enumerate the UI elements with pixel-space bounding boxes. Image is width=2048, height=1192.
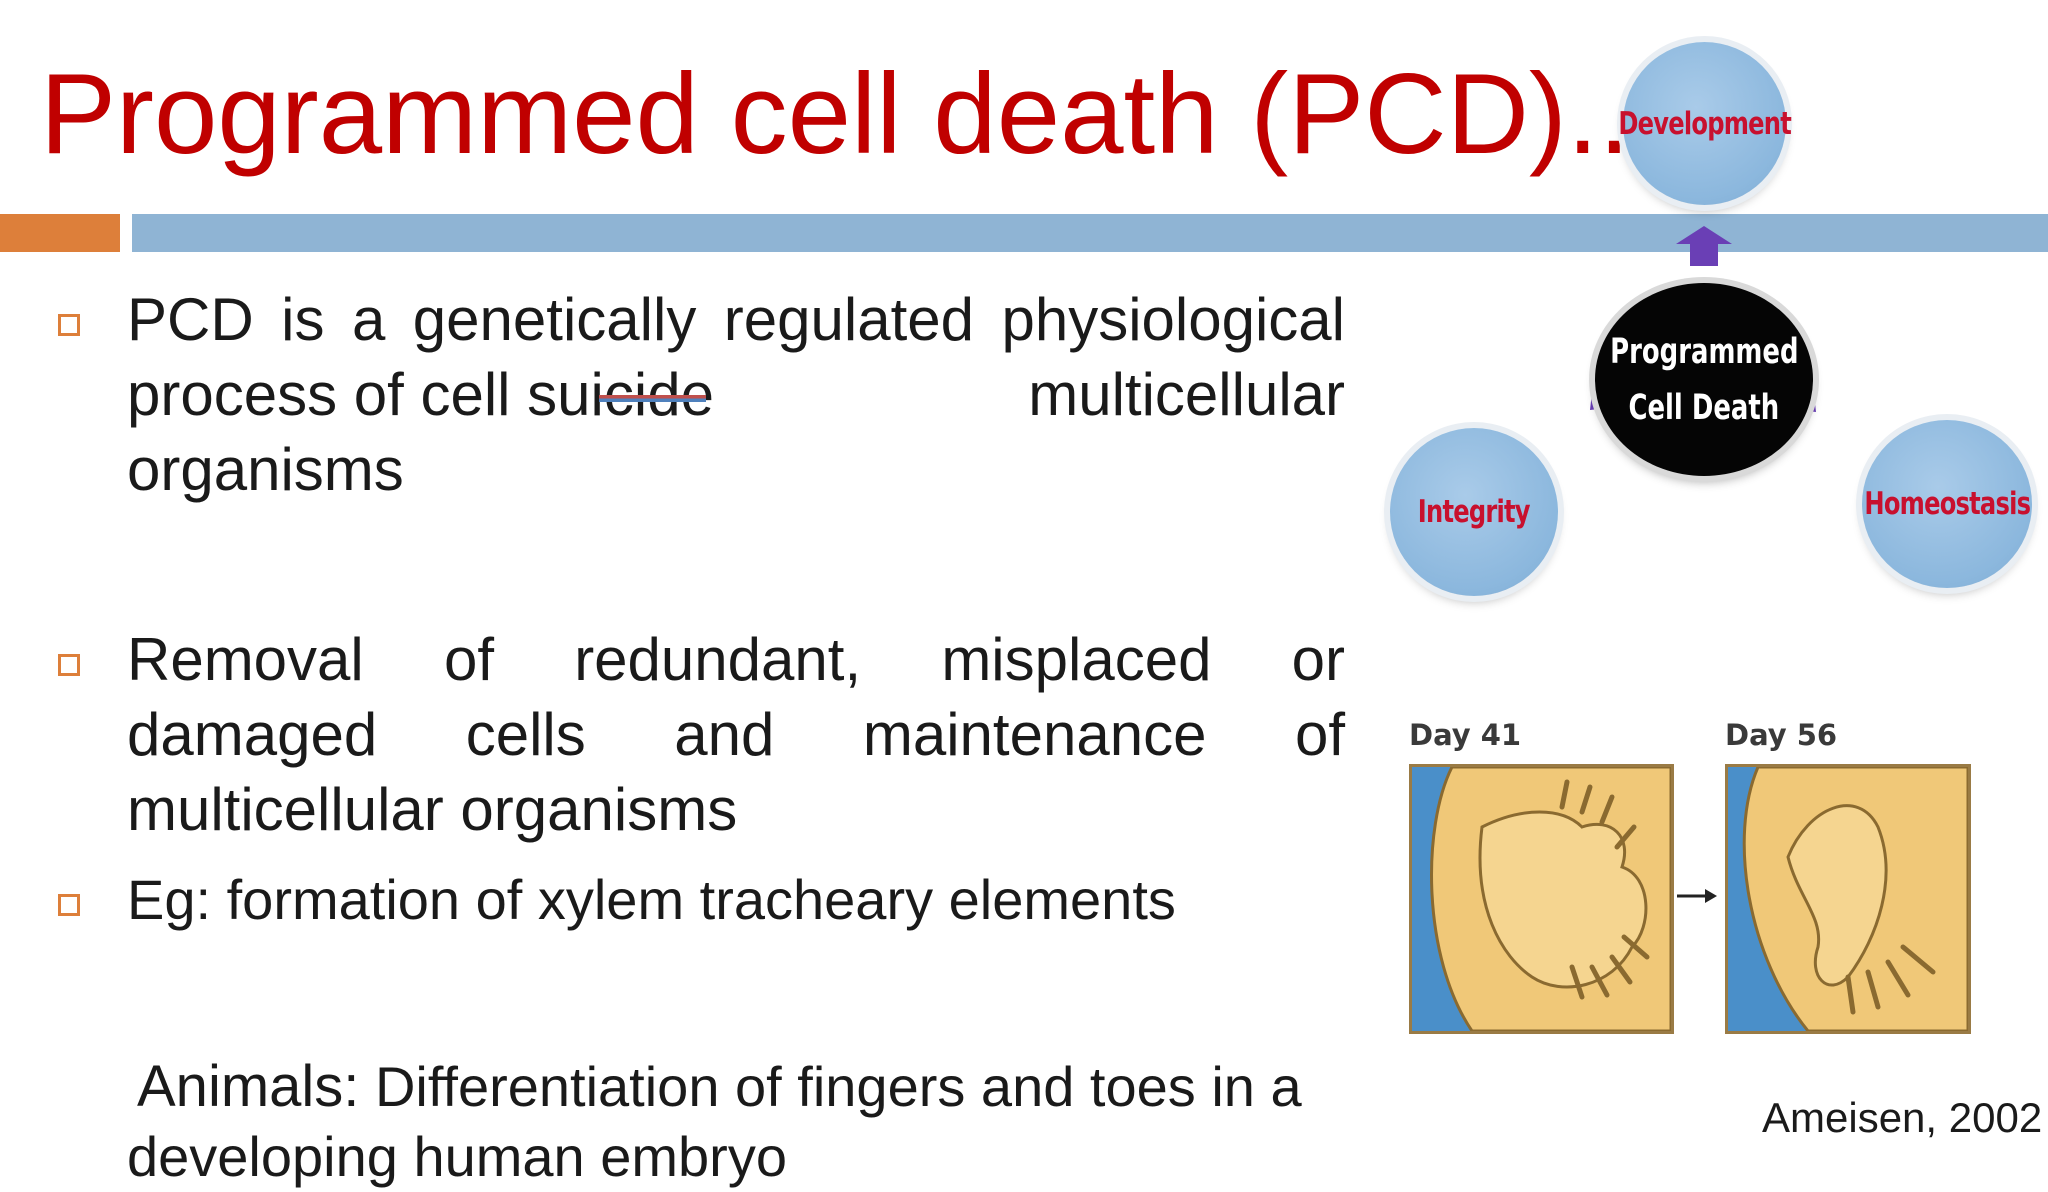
day-41-label: Day 41	[1409, 718, 1522, 752]
center-label-2: Cell Death	[1628, 387, 1780, 428]
bullet-1-text-end: multicellular	[1028, 361, 1345, 428]
animals-text-line-2: developing human embryo	[127, 1125, 787, 1188]
animals-description: Differentiation of fingers and toes in a	[359, 1055, 1302, 1118]
animals-label: Animals:	[137, 1054, 360, 1119]
center-label-1: Programmed	[1609, 331, 1799, 372]
embryo-hand-day-56-image	[1725, 764, 1971, 1034]
animals-text: Animals: Differentiation of fingers and …	[137, 1052, 1302, 1122]
integrity-label: Integrity	[1417, 494, 1531, 530]
bullet-marker	[58, 894, 80, 916]
bullet-3: Eg: formation of xylem tracheary element…	[127, 868, 1176, 931]
slide-title: Programmed cell death (PCD)..	[40, 51, 1631, 178]
title-rule-accent	[0, 214, 120, 252]
homeostasis-circle: Homeostasis	[1862, 420, 2032, 588]
embryo-hand-day-41-image	[1409, 764, 1674, 1034]
citation: Ameisen, 2002	[1762, 1094, 2043, 1141]
bullet-1: PCD is a genetically regulated physiolog…	[127, 282, 1345, 507]
day-56-label: Day 56	[1725, 718, 1838, 752]
bullet-1-line-2: process of cell suicide multicellular	[127, 357, 1345, 432]
bullet-marker	[58, 314, 80, 336]
homeostasis-label: Homeostasis	[1864, 486, 2031, 522]
edit-strike-mark: icide	[591, 357, 714, 432]
title-rule	[132, 214, 2048, 252]
development-circle: Development	[1618, 42, 1792, 205]
arrow-right-icon	[1677, 889, 1717, 903]
bullet-1-line-1: PCD is a genetically regulated physiolog…	[127, 286, 1345, 353]
arrow-up-icon	[1676, 226, 1732, 266]
bullet-marker	[58, 654, 80, 676]
bullet-1-text: process of cell su	[127, 361, 591, 428]
bullet-2: Removal of redundant, misplaced or damag…	[127, 626, 1345, 843]
bullet-1-line-3: organisms	[127, 436, 404, 503]
development-label: Development	[1618, 105, 1791, 142]
integrity-circle: Integrity	[1390, 428, 1558, 596]
pcd-center-circle: Programmed Cell Death	[1595, 283, 1813, 476]
